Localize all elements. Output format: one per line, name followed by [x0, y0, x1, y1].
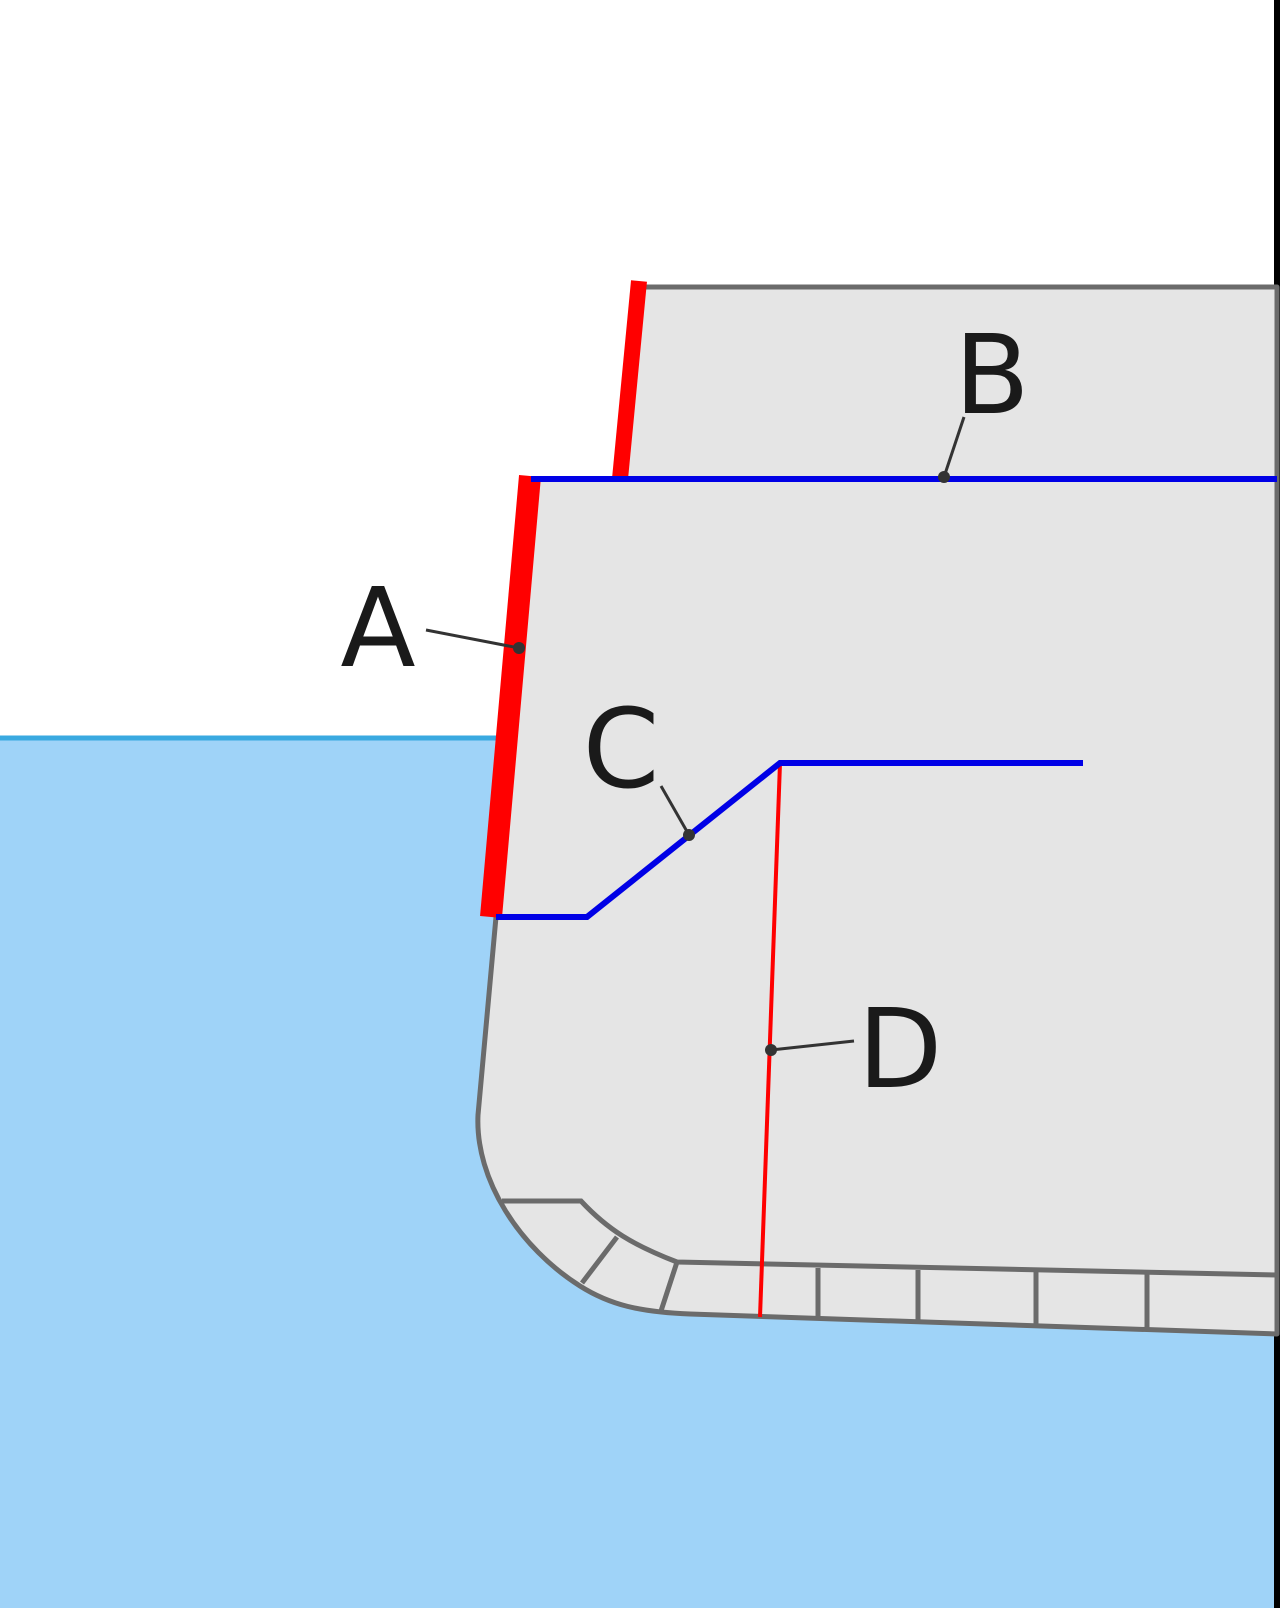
leader-point-c	[683, 829, 695, 841]
leader-point-d	[765, 1044, 777, 1056]
leader-line-d	[770, 1039, 855, 1052]
double-bottom-frame	[580, 1235, 619, 1285]
label-c: C	[583, 685, 660, 813]
leader-point-a	[513, 642, 525, 654]
upper-side-plating	[612, 280, 647, 480]
main-hull-section	[475, 476, 1280, 1337]
sloped-deck-c	[496, 760, 1083, 920]
leader-line-a	[425, 628, 520, 650]
double-bottom-frame	[658, 1261, 680, 1312]
bilge-structure	[502, 1198, 1278, 1278]
label-d: D	[858, 985, 943, 1113]
side-shell-belt-a	[480, 475, 541, 918]
upper-superstructure	[617, 284, 1280, 482]
longitudinal-bulkhead-d	[758, 762, 782, 1318]
leader-line-b	[942, 416, 966, 478]
label-a: A	[340, 564, 415, 692]
leader-line-c	[659, 785, 691, 836]
label-b: B	[954, 311, 1029, 439]
leader-point-b	[938, 471, 950, 483]
